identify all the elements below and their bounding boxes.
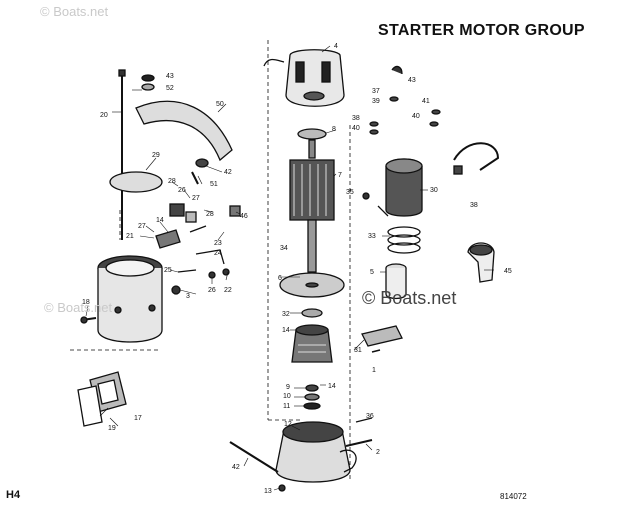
callout-4: 4 [334, 43, 338, 50]
callout-46: 46 [240, 213, 248, 220]
callout-34: 32 [282, 311, 290, 318]
armature [289, 139, 335, 273]
callout-50: 50 [216, 101, 224, 108]
callout-5: 5 [370, 269, 374, 276]
callout-12: 12 [284, 421, 292, 428]
callout-37: 35 [346, 189, 354, 196]
watermark-left: © Boats.net [44, 300, 113, 315]
callout-14a: 14 [156, 217, 164, 224]
diagram-title: STARTER MOTOR GROUP [378, 22, 585, 39]
field-frame [97, 255, 163, 343]
callout-41: 42 [224, 169, 232, 176]
callout-39b: 38 [352, 115, 360, 122]
page-id: H4 [6, 489, 21, 501]
callout-27a: 26 [178, 187, 186, 194]
callout-31: 29 [152, 152, 160, 159]
callout-15: 14 [328, 383, 336, 390]
callout-49: 45 [504, 268, 512, 275]
callout-52: 52 [166, 85, 174, 92]
callout-19: 19 [108, 425, 116, 432]
drive-end-housing [275, 421, 357, 483]
callout-42b: 40 [352, 125, 360, 132]
callout-28: 27 [192, 195, 200, 202]
callout-2: 2 [376, 449, 380, 456]
callout-45: 42 [232, 464, 240, 471]
solenoid [362, 158, 423, 217]
watermark-center: © Boats.net [362, 288, 457, 308]
callout-7: 7 [338, 172, 342, 179]
callout-30: 28 [168, 178, 176, 185]
callout-35: 33 [368, 233, 376, 240]
callout-39a: 37 [372, 88, 380, 95]
callout-47: 43 [166, 73, 174, 80]
callout-32: 30 [430, 187, 438, 194]
gasket [77, 371, 127, 427]
callout-17: 17 [134, 415, 142, 422]
callout-33: 31 [354, 347, 362, 354]
callout-1: 1 [372, 367, 376, 374]
callout-23: 23 [214, 240, 222, 247]
callout-27b: 27 [138, 223, 146, 230]
callout-3: 3 [186, 293, 190, 300]
callout-13: 13 [264, 488, 272, 495]
callout-38: 36 [366, 413, 374, 420]
callout-25: 25 [164, 267, 172, 274]
callout-11: 11 [283, 403, 290, 410]
callout-43: 40 [412, 113, 420, 120]
callout-42a: 39 [372, 98, 380, 105]
callout-6: 6 [278, 275, 282, 282]
callout-22: 22 [224, 287, 232, 294]
callout-20: 20 [100, 112, 108, 119]
end-cap-brush-plate [263, 49, 345, 107]
callout-26: 26 [208, 287, 216, 294]
watermark-top: © Boats.net [40, 4, 109, 19]
callout-29: 28 [206, 211, 214, 218]
callout-9: 9 [286, 384, 290, 391]
callout-24: 24 [214, 250, 222, 257]
callout-18: 18 [82, 299, 90, 306]
callout-44: 41 [422, 98, 430, 105]
callout-51: 51 [210, 181, 218, 188]
callout-36: 34 [280, 245, 288, 252]
callout-40: 38 [470, 202, 478, 209]
drawing-number: 814072 [500, 492, 527, 501]
callout-14b: 14 [282, 327, 290, 334]
callout-8: 8 [332, 126, 336, 133]
callout-21: 21 [126, 233, 134, 240]
callout-48: 43 [408, 77, 416, 84]
callout-10: 10 [283, 393, 291, 400]
